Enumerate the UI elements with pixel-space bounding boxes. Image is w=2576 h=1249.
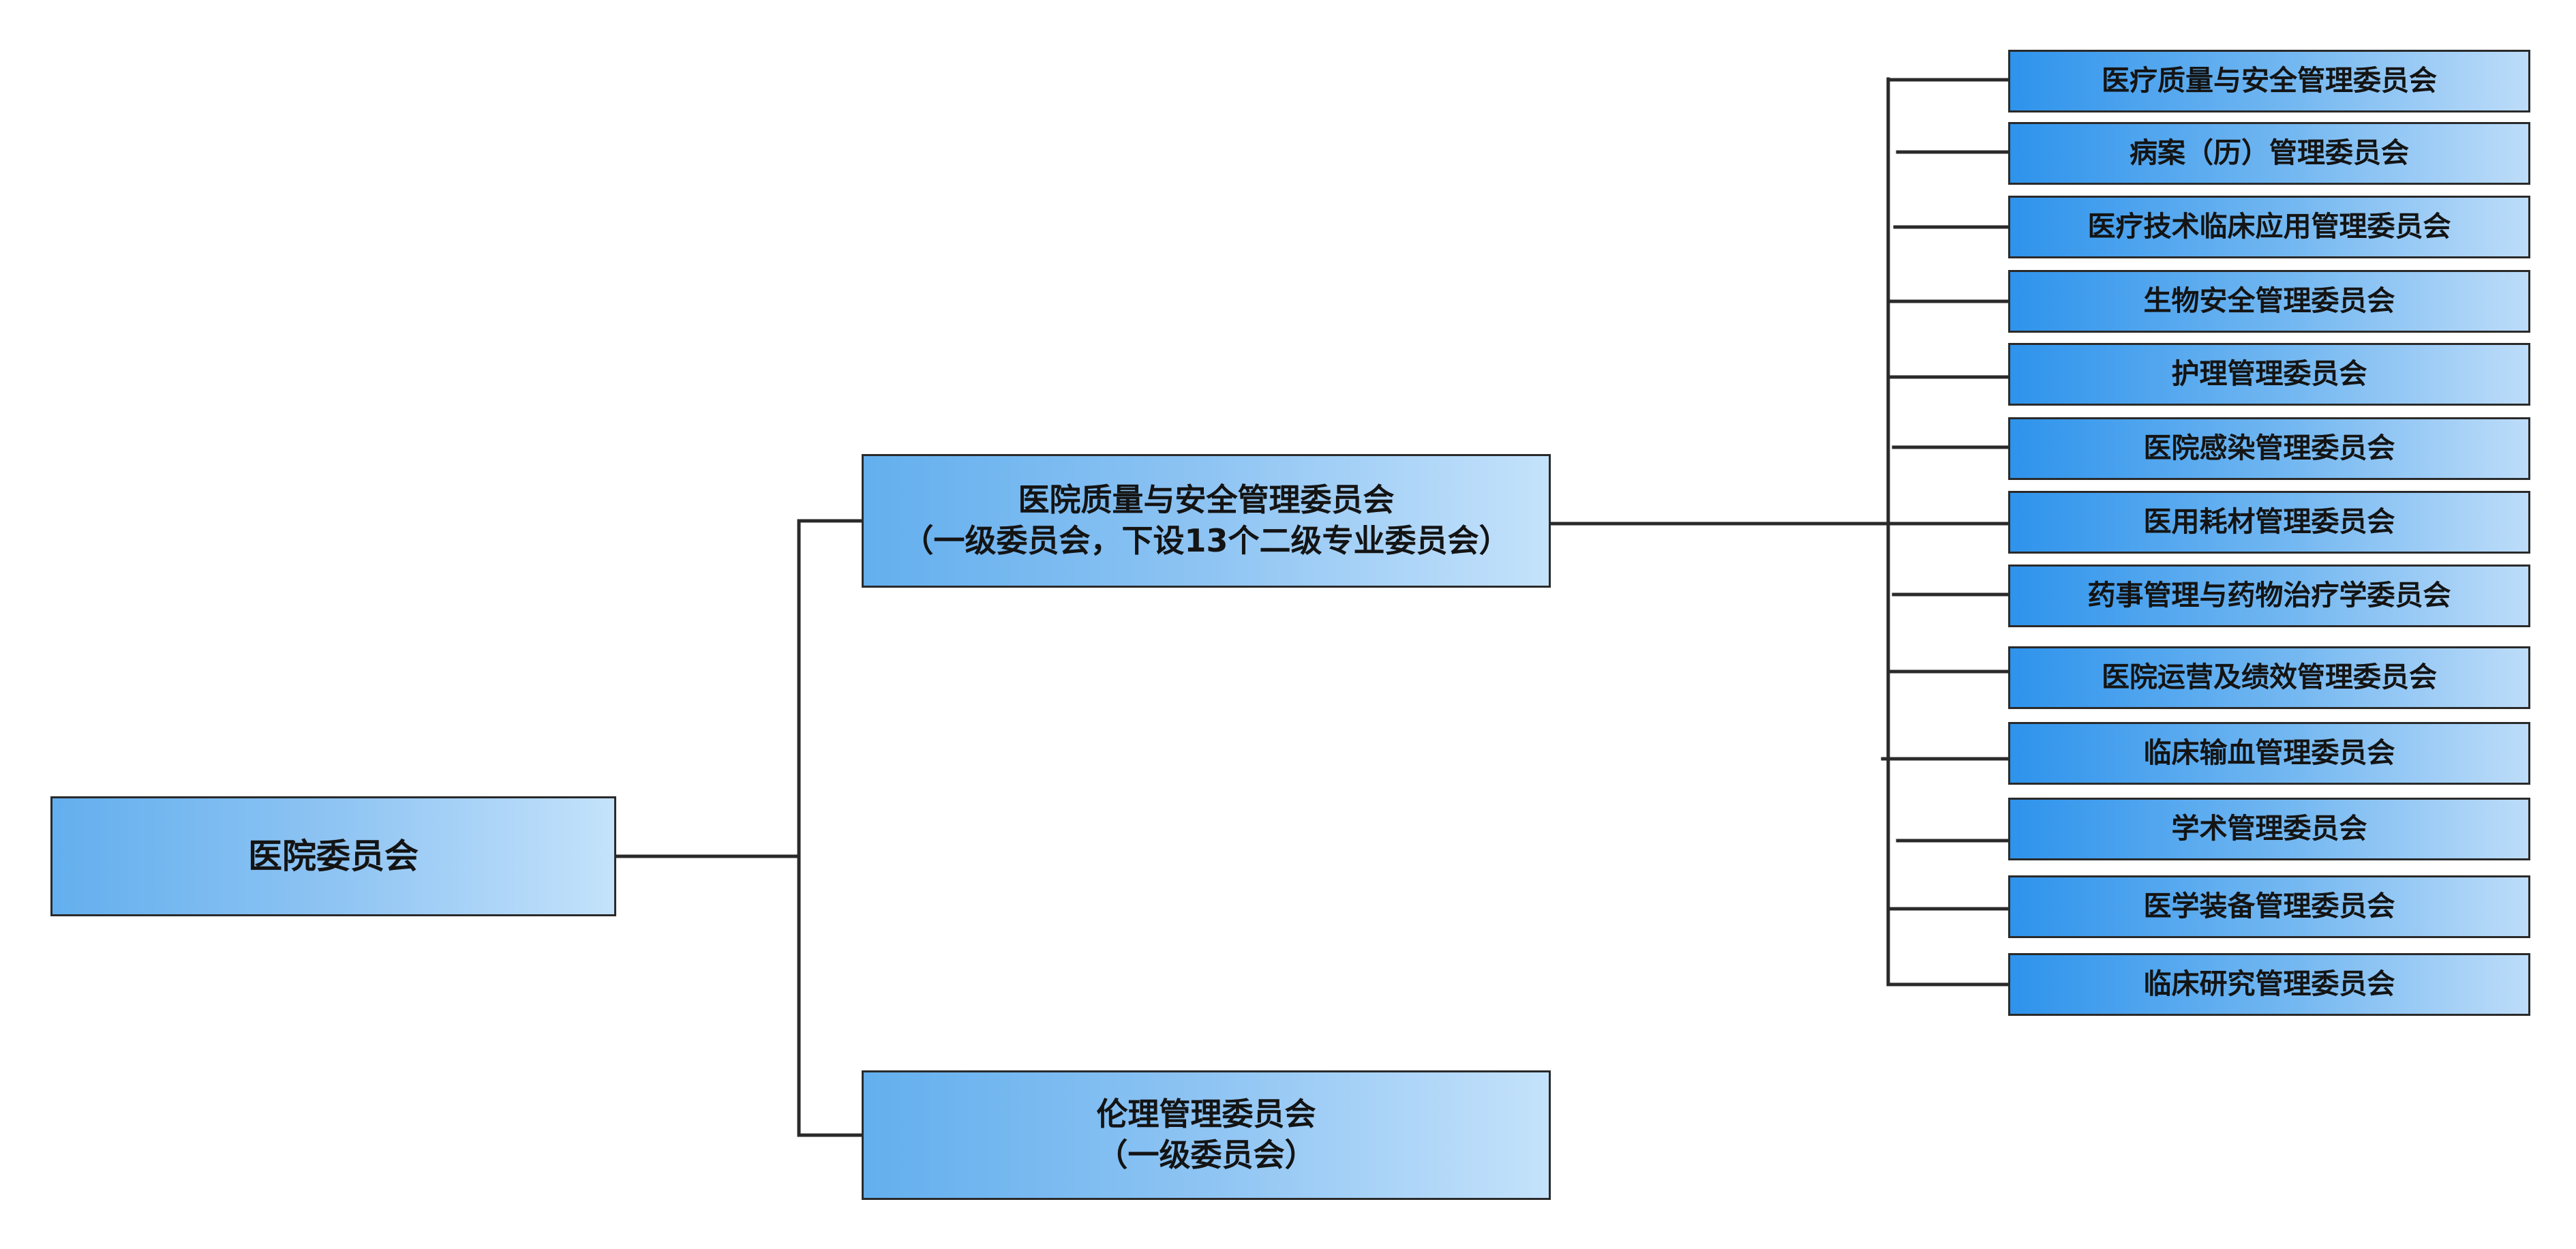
subcommittee-label: 医院感染管理委员会 [2143, 432, 2395, 465]
node-ethics-committee: 伦理管理委员会 （一级委员会） [862, 1070, 1551, 1200]
subcommittee-label: 药事管理与药物治疗学委员会 [2087, 579, 2451, 612]
root-node-label: 医院委员会 [248, 836, 419, 876]
subcommittee-label: 医疗技术临床应用管理委员会 [2087, 210, 2451, 243]
node-quality-safety-subtitle: （一级委员会，下设13个二级专业委员会） [902, 522, 1511, 559]
subcommittee-node: 病案（历）管理委员会 [2008, 122, 2530, 185]
subcommittee-label: 医用耗材管理委员会 [2143, 505, 2395, 539]
subcommittee-label: 学术管理委员会 [2171, 812, 2367, 845]
subcommittee-node: 医疗质量与安全管理委员会 [2008, 50, 2530, 112]
subcommittee-label: 病案（历）管理委员会 [2130, 136, 2409, 170]
subcommittee-label: 临床输血管理委员会 [2143, 736, 2395, 770]
node-quality-safety-committee: 医院质量与安全管理委员会 （一级委员会，下设13个二级专业委员会） [862, 454, 1551, 588]
subcommittee-node: 医疗技术临床应用管理委员会 [2008, 196, 2530, 258]
subcommittee-label: 医学装备管理委员会 [2143, 890, 2395, 923]
subcommittee-label: 医院运营及绩效管理委员会 [2102, 661, 2437, 694]
subcommittee-label: 护理管理委员会 [2171, 357, 2367, 391]
subcommittee-node: 药事管理与药物治疗学委员会 [2008, 565, 2530, 627]
subcommittee-label: 生物安全管理委员会 [2143, 284, 2395, 318]
subcommittee-node: 医院感染管理委员会 [2008, 417, 2530, 480]
subcommittee-label: 临床研究管理委员会 [2143, 967, 2395, 1001]
subcommittee-node: 护理管理委员会 [2008, 343, 2530, 406]
subcommittee-node: 学术管理委员会 [2008, 798, 2530, 860]
subcommittee-node: 临床输血管理委员会 [2008, 722, 2530, 785]
subcommittee-node: 医院运营及绩效管理委员会 [2008, 646, 2530, 709]
subcommittee-node: 医用耗材管理委员会 [2008, 491, 2530, 554]
subcommittee-node: 临床研究管理委员会 [2008, 953, 2530, 1016]
node-quality-safety-title: 医院质量与安全管理委员会 [1018, 481, 1395, 519]
node-ethics-title: 伦理管理委员会 [1096, 1096, 1316, 1133]
root-node-hospital-committee: 医院委员会 [50, 796, 616, 916]
node-ethics-subtitle: （一级委员会） [1096, 1137, 1316, 1173]
subcommittee-label: 医疗质量与安全管理委员会 [2102, 64, 2437, 97]
subcommittee-node: 医学装备管理委员会 [2008, 875, 2530, 938]
subcommittee-node: 生物安全管理委员会 [2008, 270, 2530, 333]
